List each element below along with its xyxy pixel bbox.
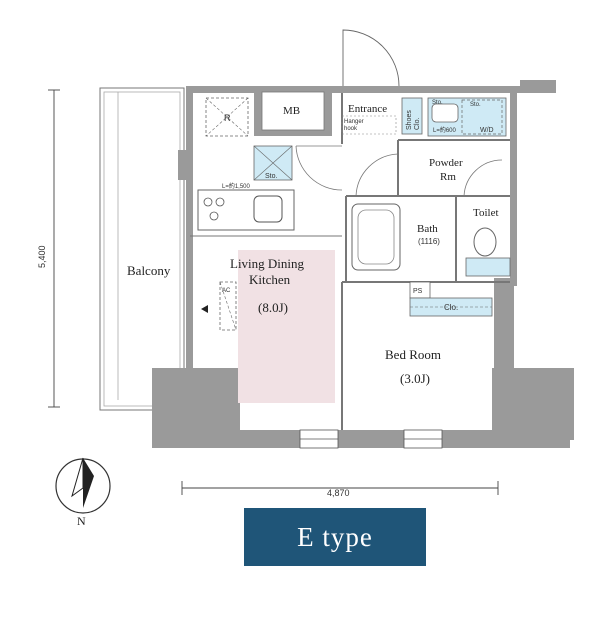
hanger-label-line1: Hanger	[344, 119, 364, 125]
powder-storage-label: Sto.	[432, 100, 443, 106]
kitchen-storage-label: Sto.	[265, 173, 278, 180]
bathroom: Bath (1116)	[351, 203, 440, 271]
width-dimension-label: 4,870	[327, 488, 350, 498]
toilet-room: Toilet	[465, 207, 511, 277]
powder-door-icon	[355, 153, 399, 197]
hanger-label-line2: hook	[344, 126, 358, 132]
bath-label: Bath	[417, 223, 438, 235]
shoes-label-line1: Shoes	[406, 110, 413, 130]
ac-label: AC	[222, 288, 231, 294]
interior-walls	[190, 93, 510, 430]
powder-label-line1: Powder	[429, 157, 463, 169]
shoes-label-line2: Clo.	[414, 117, 421, 130]
mb-room	[261, 91, 325, 131]
kitchen-counter: L=約1,500	[197, 182, 295, 231]
entrance-area: Entrance Hanger hook Shoes Clo.	[295, 29, 423, 191]
refrigerator-space: R	[205, 97, 249, 137]
compass-needle-dark-icon	[83, 458, 94, 508]
powder-label-line2: Rm	[440, 171, 456, 183]
sink-icon	[253, 195, 283, 223]
ac-arrow-icon	[201, 305, 208, 313]
bedroom-closet: PS Clo.	[409, 281, 493, 317]
entrance-label: Entrance	[348, 103, 387, 115]
stove-burner-icon	[209, 211, 219, 221]
ldk-label-line2: Kitchen	[249, 272, 291, 287]
balcony-area: Balcony	[99, 87, 185, 411]
powder-storage2-label: Sto.	[470, 102, 481, 108]
entrance-door-icon	[342, 29, 400, 87]
compass-needle-icon	[71, 457, 84, 498]
hall-door-icon	[295, 145, 343, 191]
ldk-label-line1: Living Dining	[230, 256, 305, 271]
kitchen-storage: Sto.	[253, 145, 293, 181]
refrigerator-label: R	[224, 113, 231, 123]
depth-dimension: 5,400	[37, 89, 60, 408]
powder-room: Sto. Sto. L=約600 W/D Powder Rm	[355, 97, 507, 197]
mb-label: MB	[283, 105, 300, 117]
ldk-highlight	[238, 250, 335, 403]
toilet-door-icon	[463, 159, 503, 197]
toilet-icon	[473, 227, 497, 257]
powder-length-label: L=約600	[433, 126, 457, 134]
washer-label: W/D	[480, 127, 494, 134]
north-compass: N	[55, 457, 111, 528]
bedroom-size-label: (3.0J)	[400, 371, 430, 386]
compass-north-label: N	[77, 514, 86, 528]
type-label: E type	[297, 521, 373, 552]
toilet-label: Toilet	[473, 207, 499, 219]
closet-label: Clo.	[444, 303, 458, 312]
ldk-size-label: (8.0J)	[258, 300, 288, 315]
bedroom-label: Bed Room	[385, 347, 441, 362]
windows	[299, 429, 443, 449]
ac-unit: AC	[201, 281, 237, 331]
shoes-closet	[401, 97, 423, 135]
stove-burner-icon	[203, 197, 213, 207]
stove-burner-icon	[215, 197, 225, 207]
bath-size-label: (1116)	[418, 237, 440, 246]
width-dimension: 4,870	[181, 481, 499, 498]
type-badge: E type	[244, 508, 426, 566]
balcony-label: Balcony	[127, 263, 171, 278]
depth-dimension-label: 5,400	[37, 245, 47, 268]
kitchen-length-label: L=約1,500	[222, 182, 251, 190]
ps-label: PS	[413, 288, 423, 295]
